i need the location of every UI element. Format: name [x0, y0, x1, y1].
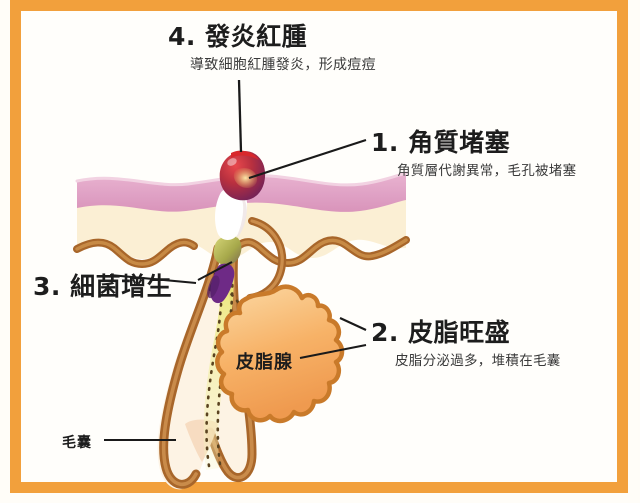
- callout-excess-sebum[interactable]: 2. 皮脂旺盛 皮脂分泌過多，堆積在毛囊: [371, 318, 561, 371]
- sebaceous-gland-body: [215, 284, 345, 424]
- leader-lines: [104, 79, 367, 442]
- callout-excess-sebum-title: 2. 皮脂旺盛: [371, 318, 511, 347]
- keratin-plug: [215, 189, 248, 240]
- callout-inflammation-subtitle: 導致細胞紅腫發炎，形成痘痘: [190, 57, 376, 73]
- dermal-junction-wave-shade: [75, 238, 408, 266]
- leader-line-callout-3b: [109, 273, 197, 285]
- leader-line-gland-label: [299, 343, 367, 360]
- keratin-plug-body: [215, 189, 248, 240]
- callout-inflammation-title: 4. 發炎紅腫: [168, 22, 308, 51]
- callout-bacteria-growth[interactable]: 3. 細菌增生: [33, 272, 172, 302]
- bacteria-purple-rod-2: [207, 275, 220, 299]
- callout-keratin-blockage[interactable]: 1. 角質堵塞 角質層代謝異常，毛孔被堵塞: [371, 128, 576, 181]
- label-hair-follicle: 毛囊: [62, 435, 92, 451]
- callout-excess-sebum-subtitle: 皮脂分泌過多，堆積在毛囊: [395, 353, 561, 369]
- stratum-corneum-line: [75, 171, 408, 187]
- leader-line-callout-3: [197, 261, 233, 281]
- keratin-plug-shade: [236, 194, 247, 238]
- bacteria-olive-blob: [213, 234, 242, 266]
- inflamed-pimple: [219, 150, 266, 201]
- follicle-wall-right-hi: [208, 248, 254, 480]
- pimple-gloss-highlight: [227, 158, 237, 166]
- sebaceous-gland: [215, 284, 345, 424]
- callout-inflammation[interactable]: 4. 發炎紅腫 導致細胞紅腫發炎，形成痘痘: [168, 22, 376, 75]
- label-sebaceous-gland: 皮脂腺: [236, 352, 293, 373]
- bacteria-cluster: [207, 234, 242, 304]
- callout-bacteria-growth-title: 3. 細菌增生: [33, 272, 173, 301]
- callout-keratin-blockage-subtitle: 角質層代謝異常，毛孔被堵塞: [397, 163, 577, 179]
- leader-line-callout-4: [237, 79, 243, 153]
- callout-keratin-blockage-title: 1. 角質堵塞: [371, 128, 511, 157]
- leader-line-callout-2: [339, 317, 367, 331]
- leader-line-callout-1: [248, 139, 367, 179]
- bacteria-purple-rod: [210, 263, 235, 304]
- pimple-red-cap: [231, 150, 259, 160]
- pimple-pus-core: [233, 167, 258, 188]
- follicle-wall-left-hi: [161, 246, 220, 486]
